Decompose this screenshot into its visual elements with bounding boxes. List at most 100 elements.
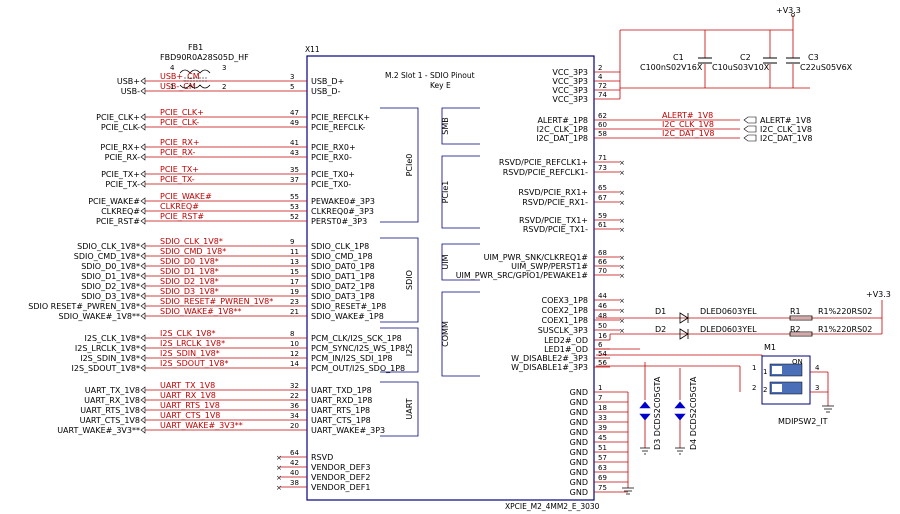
left-pin: PCM_IN/I2S_SDI_1P812I2S_SDIN_1V8*I2S_SDI… [80, 349, 392, 363]
net-label: UART_CTS_1V8 [160, 411, 220, 420]
pin-name: UART_WAKE#_3P3 [311, 426, 385, 435]
port-arrow [140, 364, 146, 372]
pin-name: UIM_SWP/PERST1# [511, 262, 588, 271]
net-label: SDIO_D3_1V8* [160, 287, 219, 296]
port-arrow [140, 344, 146, 352]
c2-ref: C2 [740, 53, 751, 62]
fb1-pin-3: 3 [222, 64, 226, 72]
pin-number: 54 [598, 350, 607, 358]
port-arrow [140, 170, 146, 178]
net-label: I2S_CLK_1V8* [160, 329, 215, 338]
port-label: USB+ [117, 77, 140, 86]
d1-value: DLED0603YEL [700, 307, 757, 316]
port-arrow [140, 242, 146, 250]
port-arrow [140, 197, 146, 205]
net-label: SDIO_D1_1V8* [160, 267, 219, 276]
pin-number: 44 [598, 292, 607, 300]
no-connect-mark: × [276, 474, 282, 482]
pin-number: 55 [290, 193, 299, 201]
pin-name: VENDOR_DEF2 [311, 473, 370, 482]
pin-number: 18 [598, 404, 607, 412]
right-pin: UIM_PWR_SRC/GPIO1/PEWAKE1#70× [456, 267, 625, 280]
group-brackets [380, 107, 480, 437]
port-label: SDIO_CLK_1V8* [77, 242, 140, 251]
connector-ref: X11 [305, 45, 320, 54]
port-arrow [140, 77, 146, 85]
port-arrow [743, 134, 757, 142]
pin-name: LED2#_OD [544, 336, 588, 345]
group-label: COMM [441, 321, 450, 347]
port-label: PCIE_TX+ [101, 170, 140, 179]
net-label: SDIO_WAKE#_1V8** [160, 307, 242, 316]
pin-name: RSVD/PCIE_TX1+ [519, 216, 588, 225]
pin-name: ALERT#_1P8 [537, 116, 588, 125]
pin-name: CLKREQ0#_3P3 [311, 207, 374, 216]
m1-ref: M1 [764, 343, 776, 352]
port-arrow [140, 153, 146, 161]
d1-ref: D1 [655, 307, 666, 316]
pin-name: PCIE_REFCLK+ [311, 113, 370, 122]
pin-number: 53 [290, 203, 299, 211]
no-connect-mark: × [619, 317, 625, 325]
pin-number: 47 [290, 109, 299, 117]
port-arrow [140, 272, 146, 280]
port-label: USB- [121, 87, 140, 96]
pin-name: USB_D- [311, 87, 341, 96]
left-pin: PCM_CLK/I2S_SCK_1P88I2S_CLK_1V8*I2S_CLK_… [85, 329, 402, 343]
port-label: I2S_SDIN_1V8* [80, 354, 140, 363]
m1-on: ON [792, 358, 803, 366]
pin-name: PCIE_RX0+ [311, 143, 356, 152]
pin-name: UART_CTS_1P8 [311, 416, 371, 425]
pin-name: GND [570, 428, 588, 437]
port-label: PCIE_RST# [96, 217, 140, 226]
pin-name: PCIE_RX0- [311, 153, 352, 162]
left-pin: SDIO_RESET#_1P823SDIO_RESET#_PWREN_1V8*S… [28, 297, 386, 311]
pin-name: VCC_3P3 [552, 77, 588, 86]
net-label: PCIE_RX+ [160, 138, 200, 147]
net-label: I2C_CLK_1V8 [662, 120, 714, 129]
pin-number: 67 [598, 194, 607, 202]
pin-number: 7 [598, 394, 602, 402]
pin-number: 19 [290, 288, 299, 296]
pin-number: 34 [290, 412, 299, 420]
pin-name: COEX1_1P8 [541, 316, 588, 325]
pin-name: VCC_3P3 [552, 86, 588, 95]
right-pin: RSVD/PCIE_RX1-67× [522, 194, 625, 207]
pin-number: 63 [598, 464, 607, 472]
port-label: I2C_DAT_1V8 [760, 134, 812, 143]
pin-number: 43 [290, 149, 299, 157]
port-arrow [140, 406, 146, 414]
pin-name: GND [570, 468, 588, 477]
d4-label: D4 DCDS2C05GTA [689, 376, 698, 450]
net-label: CLKREQ# [160, 202, 199, 211]
fb1-pin-1: 1 [170, 83, 174, 91]
net-label: SDIO_D2_1V8* [160, 277, 219, 286]
left-pin: SDIO_WAKE#_1P821SDIO_WAKE#_1V8**SDIO_WAK… [59, 307, 384, 321]
pin-name: GND [570, 418, 588, 427]
pin-number: 64 [290, 449, 299, 457]
no-connect-mark: × [619, 254, 625, 262]
group-label: SDIO [405, 270, 414, 290]
pin-number: 21 [290, 308, 299, 316]
d2-value: DLED0603YEL [700, 325, 757, 334]
net-label: UART_WAKE#_3V3** [160, 421, 243, 430]
fb1-pin-2: 2 [222, 83, 226, 91]
port-arrow [140, 416, 146, 424]
